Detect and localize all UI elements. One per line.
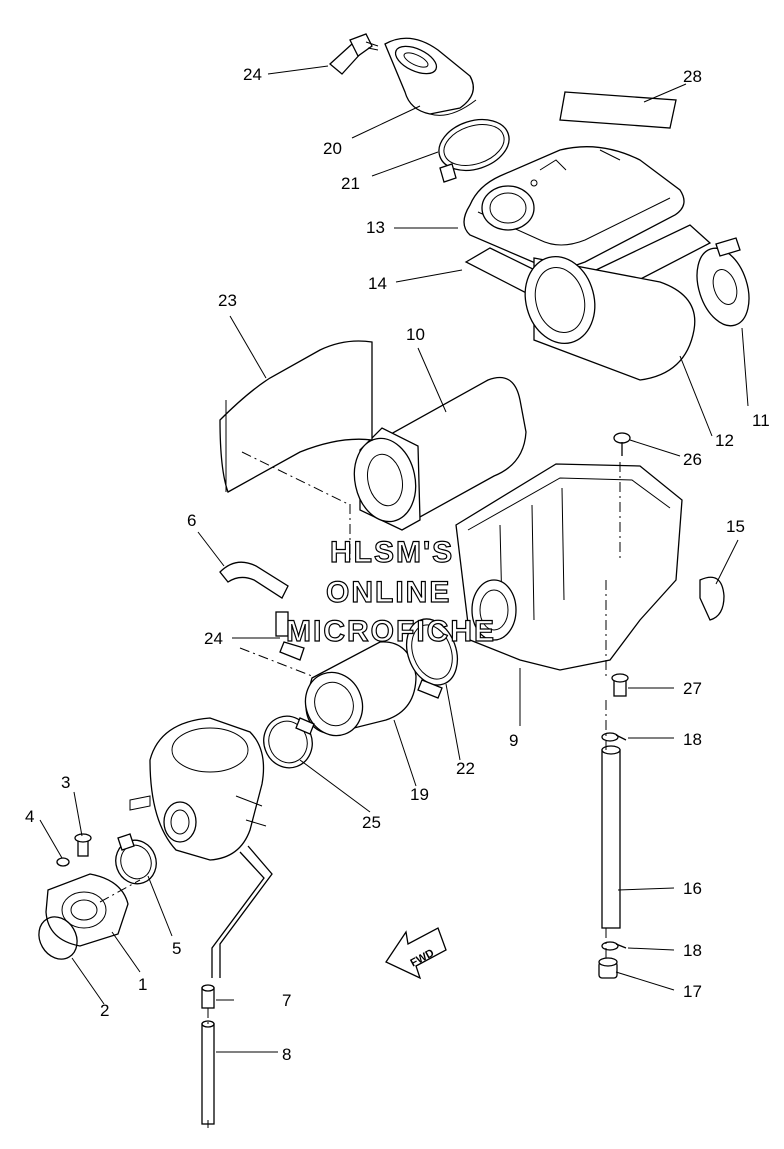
watermark-line-3: MICROFICHE	[286, 615, 496, 648]
watermark: HLSM'S ONLINE MICROFICHE	[285, 535, 496, 648]
label-27: 27	[683, 679, 702, 698]
part-26-screw	[613, 432, 631, 456]
part-number-labels: 24 20 21 13 14 28 11 12 26 23 10 6 15 24…	[25, 65, 770, 1064]
part-13-case-cover	[463, 146, 685, 269]
label-10: 10	[406, 325, 425, 344]
part-15-clip	[699, 576, 725, 621]
part-27-bolt	[611, 673, 629, 697]
part-28-label-plate	[559, 91, 677, 129]
part-25-clamp	[263, 715, 315, 769]
part-4-washer	[56, 857, 70, 867]
label-18-lower: 18	[683, 941, 702, 960]
part-3-screw	[74, 833, 92, 857]
label-22: 22	[456, 759, 475, 778]
label-5: 5	[172, 939, 181, 958]
part-1-carb-joint	[45, 873, 129, 947]
label-12: 12	[715, 431, 734, 450]
label-18-upper: 18	[683, 730, 702, 749]
label-11: 11	[752, 411, 770, 430]
part-24-top-elbow	[329, 33, 379, 75]
label-25: 25	[362, 813, 381, 832]
label-13: 13	[366, 218, 385, 237]
watermark-line-2: ONLINE	[326, 576, 451, 609]
label-8: 8	[282, 1045, 291, 1064]
part-5-clamp	[115, 833, 157, 885]
watermark-line-1: HLSM'S	[330, 536, 454, 569]
label-15: 15	[726, 517, 745, 536]
part-17-plug	[598, 957, 618, 979]
label-16: 16	[683, 879, 702, 898]
part-11-end-cap	[696, 237, 750, 327]
part-9-filter-case	[455, 463, 683, 671]
label-23: 23	[218, 291, 237, 310]
label-24-top: 24	[243, 65, 262, 84]
label-26: 26	[683, 450, 702, 469]
part-8-hose	[201, 1020, 215, 1125]
part-22-clamp	[405, 618, 459, 699]
part-20-duct-joint	[384, 37, 477, 116]
label-2: 2	[100, 1001, 109, 1020]
label-24-mid: 24	[204, 629, 223, 648]
part-6-breather-hose	[219, 561, 289, 599]
fwd-direction-arrow: FWD	[385, 927, 447, 980]
label-7: 7	[282, 991, 291, 1010]
part-7-fitting	[201, 984, 215, 1009]
part-19-intake-duct	[304, 641, 417, 737]
label-20: 20	[323, 139, 342, 158]
part-12-filter-element	[524, 255, 696, 381]
centerlines	[99, 451, 621, 1128]
label-19: 19	[410, 785, 429, 804]
leader-lines	[39, 65, 749, 1053]
part-16-drain-hose	[601, 745, 621, 929]
part-24-mid-fitting	[275, 611, 305, 661]
part-23-heat-shield	[219, 340, 373, 493]
label-1: 1	[138, 975, 147, 994]
label-21: 21	[341, 174, 360, 193]
label-14: 14	[368, 274, 387, 293]
label-17: 17	[683, 982, 702, 1001]
label-9: 9	[509, 731, 518, 750]
label-3: 3	[61, 773, 70, 792]
part-21-clamp	[438, 118, 510, 183]
label-28: 28	[683, 67, 702, 86]
label-4: 4	[25, 807, 34, 826]
part-2-o-ring	[38, 916, 78, 960]
part-10-inner-filter	[353, 376, 527, 531]
carb-drain-tube	[211, 845, 273, 978]
label-6: 6	[187, 511, 196, 530]
carburetor	[129, 717, 267, 861]
